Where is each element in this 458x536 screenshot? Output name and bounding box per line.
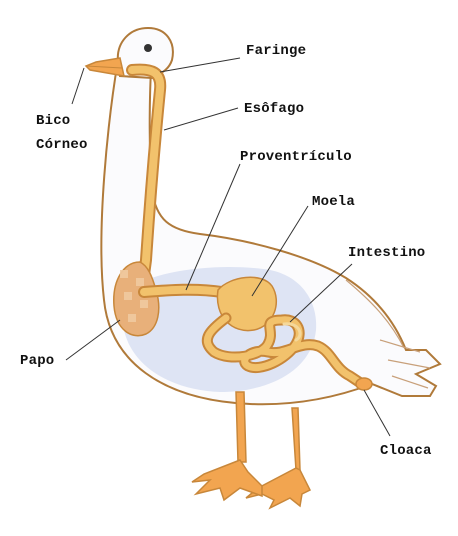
label-intestino: Intestino [348, 246, 425, 260]
label-bico-line2: Córneo [36, 138, 88, 152]
label-proventriculo: Proventrículo [240, 150, 352, 164]
label-faringe: Faringe [246, 44, 306, 58]
front-leg [192, 392, 262, 500]
goose-eye [144, 44, 152, 52]
leader-esofago [164, 108, 238, 130]
leader-bico [72, 68, 84, 104]
cloaca-organ [356, 378, 372, 390]
label-bico-line1: Bico [36, 114, 70, 128]
label-esofago: Esôfago [244, 102, 304, 116]
leader-cloaca [364, 390, 390, 436]
label-papo: Papo [20, 354, 54, 368]
leader-papo [66, 320, 120, 360]
label-cloaca: Cloaca [380, 444, 432, 458]
label-moela: Moela [312, 195, 355, 209]
